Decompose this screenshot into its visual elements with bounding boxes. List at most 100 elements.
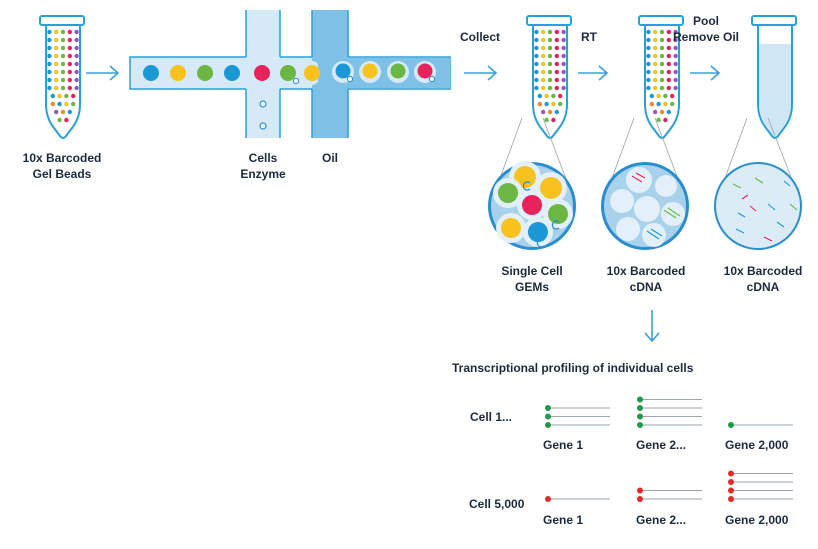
gel-bead (47, 69, 52, 75)
gel-bead (646, 69, 651, 75)
gel-bead (656, 101, 661, 107)
cdna-strand (631, 175, 643, 183)
gel-bead (547, 109, 553, 115)
gel-bead (649, 93, 654, 99)
gel-bead (57, 93, 62, 99)
gel-bead (649, 101, 654, 107)
gel-bead (390, 63, 406, 79)
gel-bead (67, 77, 73, 83)
gel-bead (67, 69, 73, 75)
gel-bead (544, 93, 549, 99)
pooled-tube (751, 15, 797, 139)
transcript-dot (728, 470, 734, 477)
gel-bead (554, 77, 559, 83)
gel-bead (544, 101, 549, 107)
gem-droplet (616, 217, 640, 241)
gel-bead (666, 45, 671, 51)
cdna-zoom-circle (601, 162, 689, 250)
gel-bead (71, 101, 76, 107)
gel-bead (653, 37, 658, 43)
gel-bead (541, 85, 546, 91)
oil-label: Oil (321, 151, 338, 165)
gel-bead (551, 93, 556, 99)
gene-1-label-row2: Gene 1 (543, 513, 584, 527)
gem-tube (526, 15, 572, 139)
transcript-dot (545, 422, 551, 428)
gel-bead (74, 37, 79, 43)
gel-bead (534, 69, 539, 75)
gem-droplet (661, 202, 685, 226)
cdna-strand (741, 194, 749, 200)
gel-bead (64, 117, 69, 123)
gel-bead (547, 37, 553, 43)
arrow-4 (690, 65, 721, 81)
gel-bead (50, 93, 55, 99)
transcript-dot (637, 496, 643, 502)
gel-bead (561, 77, 566, 83)
gel-bead (547, 29, 553, 35)
transcript-dot (728, 496, 734, 502)
gel-bead (534, 37, 539, 43)
gel-bead (74, 77, 79, 83)
expression-profile (545, 396, 793, 502)
gem-droplet (610, 189, 634, 213)
gel-bead (71, 93, 76, 99)
transcript-dot (637, 405, 643, 411)
gel-bead (561, 61, 566, 67)
cdna-strand (789, 203, 798, 211)
profiling-title: Transcriptional profiling of individual … (452, 361, 694, 375)
transcript-dot (637, 487, 643, 494)
gel-bead (659, 85, 665, 91)
gel-bead (653, 45, 658, 51)
gel-bead (541, 37, 546, 43)
gel-bead (666, 77, 671, 83)
gel-bead (67, 53, 73, 59)
gel-bead (64, 93, 69, 99)
gel-bead (60, 77, 66, 83)
gel-bead (540, 177, 562, 199)
transcript-dot (637, 396, 643, 403)
gel-bead (362, 63, 378, 79)
gel-bead (656, 117, 661, 123)
gel-bead (659, 61, 665, 67)
gene-2000-label-row1: Gene 2,000 (725, 438, 789, 452)
gel-bead (653, 109, 658, 115)
transcript-dot (545, 413, 551, 420)
gel-bead (673, 37, 678, 43)
gene-2-label-row1: Gene 2... (636, 438, 687, 452)
gel-bead (541, 45, 546, 51)
gel-bead (561, 29, 566, 35)
cdna-strand (732, 183, 742, 189)
gel-bead (554, 61, 559, 67)
gel-bead (646, 53, 651, 59)
microfluidic-chip (129, 10, 451, 138)
gel-bead (534, 77, 539, 83)
transcript-dot (637, 422, 643, 428)
gel-bead (663, 101, 668, 107)
gel-bead (673, 53, 678, 59)
gel-bead (541, 109, 546, 115)
gene-2-label-row2: Gene 2... (636, 513, 687, 527)
gel-bead (547, 45, 553, 51)
gems-zoom-circle (488, 161, 576, 250)
cell (428, 75, 436, 83)
transcript-dot (637, 413, 643, 420)
gene-1-label-row1: Gene 1 (543, 438, 584, 452)
gel-bead (54, 53, 59, 59)
gel-bead-tube (39, 15, 85, 139)
gel-bead (551, 117, 556, 123)
gel-bead (47, 53, 52, 59)
gel-bead (541, 69, 546, 75)
gel-bead (666, 29, 671, 35)
gel-bead (54, 45, 59, 51)
gel-bead (659, 37, 665, 43)
gem-droplet (642, 223, 666, 247)
gel-bead (554, 29, 559, 35)
gel-bead (54, 61, 59, 67)
gel-bead (541, 53, 546, 59)
gel-bead (67, 37, 73, 43)
gel-bead (47, 85, 52, 91)
